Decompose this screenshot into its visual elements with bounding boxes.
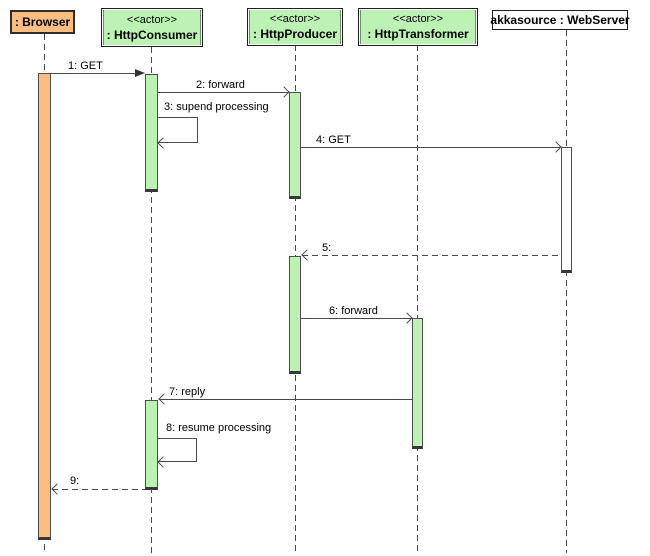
message-5-label: 5:	[322, 242, 332, 254]
message-6-label: 6: forward	[329, 305, 378, 317]
participant-http-producer-stereotype: <<actor>>	[269, 13, 321, 25]
message-9-open-arrowhead-icon	[51, 483, 63, 495]
lifeline-web-server	[566, 30, 567, 553]
message-5-open-arrowhead-icon	[301, 249, 313, 261]
activation-bar-browser	[38, 73, 51, 540]
participant-http-consumer-stereotype: <<actor>>	[126, 13, 178, 26]
message-9-label: 9:	[70, 475, 80, 487]
message-1-filled-arrowhead-icon	[135, 69, 145, 77]
participant-http-consumer: <<actor>> : HttpConsumer	[101, 8, 203, 47]
message-6-open-arrowhead-icon	[401, 312, 413, 324]
participant-http-producer: <<actor>> : HttpProducer	[247, 8, 343, 46]
lifeline-http-transformer	[417, 45, 418, 553]
message-4-line	[301, 147, 561, 148]
message-7-open-arrowhead-icon	[158, 393, 170, 405]
message-3-label: 3: supend processing	[164, 101, 269, 113]
participant-browser-label: : Browser	[14, 15, 71, 29]
message-4-label: 4: GET	[316, 134, 351, 146]
activation-bar-http-transformer	[412, 318, 423, 449]
activation-bar-http-consumer-1	[145, 74, 158, 192]
message-2-open-arrowhead-icon	[278, 86, 290, 98]
activation-bar-http-consumer-2	[145, 400, 158, 490]
participant-http-producer-label: : HttpProducer	[253, 27, 337, 41]
participant-http-transformer-label: : HttpTransformer	[367, 27, 469, 41]
participant-http-transformer-stereotype: <<actor>>	[392, 13, 444, 25]
message-4-open-arrowhead-icon	[550, 141, 562, 153]
activation-bar-http-producer-2	[289, 256, 301, 374]
message-2-line	[158, 92, 289, 93]
participant-web-server: akkasource : WebServer	[490, 10, 630, 30]
participant-http-consumer-label: : HttpConsumer	[106, 27, 198, 42]
message-9-line	[52, 489, 145, 490]
participant-http-transformer-inner: <<actor>> : HttpTransformer	[360, 10, 476, 44]
activation-bar-http-producer-1	[289, 92, 301, 199]
participant-browser: : Browser	[10, 10, 75, 34]
message-3-self-loop	[158, 117, 198, 143]
message-1-line	[51, 73, 136, 74]
message-8-self-loop	[158, 438, 197, 462]
message-6-line	[301, 318, 412, 319]
participant-http-transformer: <<actor>> : HttpTransformer	[358, 8, 478, 46]
message-5-line	[302, 255, 561, 256]
participant-web-server-label: akkasource : WebServer	[490, 13, 630, 27]
lifeline-http-consumer	[151, 47, 152, 553]
participant-http-producer-inner: <<actor>> : HttpProducer	[249, 10, 341, 44]
participant-http-consumer-inner: <<actor>> : HttpConsumer	[103, 10, 201, 45]
message-8-label: 8: resume processing	[166, 422, 272, 434]
message-2-label: 2: forward	[196, 79, 245, 91]
activation-bar-web-server	[561, 147, 572, 273]
message-7-line	[159, 399, 412, 400]
message-7-label: 7: reply	[169, 386, 206, 398]
message-1-label: 1: GET	[68, 60, 103, 72]
